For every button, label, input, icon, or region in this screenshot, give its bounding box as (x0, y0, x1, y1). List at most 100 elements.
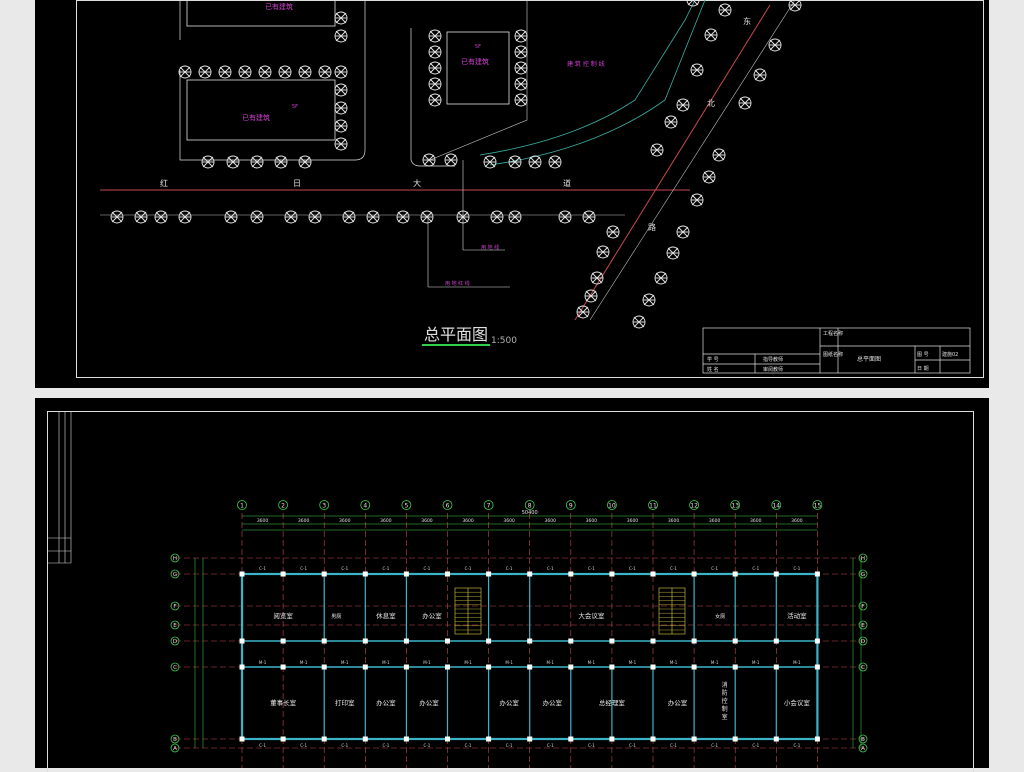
column (527, 736, 533, 742)
tree-icon (590, 271, 604, 285)
room-label: 休息室 (376, 611, 396, 620)
axis-number-label: 11 (649, 503, 657, 510)
column (609, 571, 615, 577)
door-code: M-1 (341, 660, 349, 665)
room-label: 阅览室 (273, 611, 293, 620)
column (732, 571, 738, 577)
room-label: 消防控制室 (722, 681, 728, 721)
column (691, 571, 697, 577)
tree-icon (154, 210, 168, 224)
axis-bubble (812, 500, 823, 510)
tree-icon (298, 65, 312, 79)
column (691, 638, 697, 644)
tree-icon (712, 148, 726, 162)
bay-dimension: 3600 (257, 518, 269, 524)
axis-bubble (858, 553, 868, 563)
axis-letter-label: G (861, 572, 865, 578)
axis-bubble (858, 743, 868, 753)
bay-dimension: 3600 (709, 518, 721, 524)
tree-icon (666, 246, 680, 260)
tree-icon (396, 210, 410, 224)
tb-reviewer: 审阅教师 (763, 366, 783, 373)
axis-bubble (360, 500, 371, 510)
bay-dimension: 3600 (668, 518, 680, 524)
tree-icon (250, 155, 264, 169)
axis-bubble (771, 500, 782, 510)
window-code: C-1 (547, 743, 554, 748)
tree-icon (334, 137, 348, 151)
tree-icon (768, 38, 782, 52)
door-code: M-1 (793, 660, 801, 665)
binding-strip (47, 411, 72, 564)
door-code: M-1 (588, 660, 596, 665)
window-code: C-1 (670, 743, 677, 748)
window-code: C-1 (300, 566, 307, 571)
road-name-char: 日 (293, 179, 301, 188)
column (239, 638, 245, 644)
tree-icon (490, 210, 504, 224)
column (650, 736, 656, 742)
window-code: C-1 (629, 743, 636, 748)
tree-icon (642, 293, 656, 307)
axis-number-label: 1 (240, 503, 244, 510)
tree-icon (334, 65, 348, 79)
tree-icon (298, 155, 312, 169)
window-code: C-1 (793, 566, 800, 571)
axis-letter-label: G (173, 572, 177, 578)
door-code: M-1 (670, 660, 678, 665)
tree-icon (483, 155, 497, 169)
total-dimension: 50400 (522, 510, 538, 516)
tree-icon (514, 77, 528, 91)
column (321, 571, 327, 577)
column (691, 736, 697, 742)
room-label: 男厕 (331, 614, 341, 620)
bay-dimension: 3600 (380, 518, 392, 524)
column (445, 664, 450, 670)
tree-icon (428, 29, 442, 43)
tree-icon (238, 65, 252, 79)
tree-icon (576, 305, 590, 319)
road-diagonal-centerline (589, 0, 796, 321)
axis-bubble (858, 601, 868, 611)
window-code: C-1 (424, 566, 431, 571)
room-label: 活动室 (787, 611, 807, 620)
tree-icon (428, 61, 442, 75)
column (732, 736, 738, 742)
room-label: 办公室 (376, 698, 396, 707)
door-code: M-1 (464, 660, 472, 665)
column (321, 736, 327, 742)
tree-icon (201, 155, 215, 169)
tb-drawing-no-label: 图 号 (917, 352, 929, 358)
column (568, 736, 574, 742)
road-name-char: 大 (413, 178, 421, 188)
column (691, 664, 697, 670)
tree-icon (428, 45, 442, 59)
column (773, 638, 779, 644)
window-code: C-1 (382, 566, 389, 571)
road-name-char: 东 (743, 16, 751, 26)
column (445, 638, 450, 644)
door-code: M-1 (382, 660, 390, 665)
tree-icon (650, 143, 664, 157)
room-label: 办公室 (499, 698, 519, 707)
door-code: M-1 (423, 660, 431, 665)
axis-bubble (565, 500, 576, 510)
column (568, 571, 574, 577)
axis-bubble (607, 500, 617, 510)
window-code: C-1 (588, 566, 595, 571)
axis-bubble (858, 734, 868, 744)
column (650, 638, 656, 644)
axis-number-label: 7 (487, 503, 491, 510)
axis-bubble (858, 636, 868, 646)
tb-drawing-no: 建施02 (942, 351, 958, 358)
window-code: C-1 (670, 566, 677, 571)
drawing-frame (76, 0, 984, 378)
column (280, 638, 286, 644)
window-code: C-1 (341, 566, 348, 571)
room-label: 打印室 (335, 698, 355, 707)
axis-letter-label: D (861, 639, 865, 645)
building-label: 已有建筑 (242, 113, 270, 122)
door-code: M-1 (629, 660, 637, 665)
room-label: 大会议室 (578, 611, 605, 620)
